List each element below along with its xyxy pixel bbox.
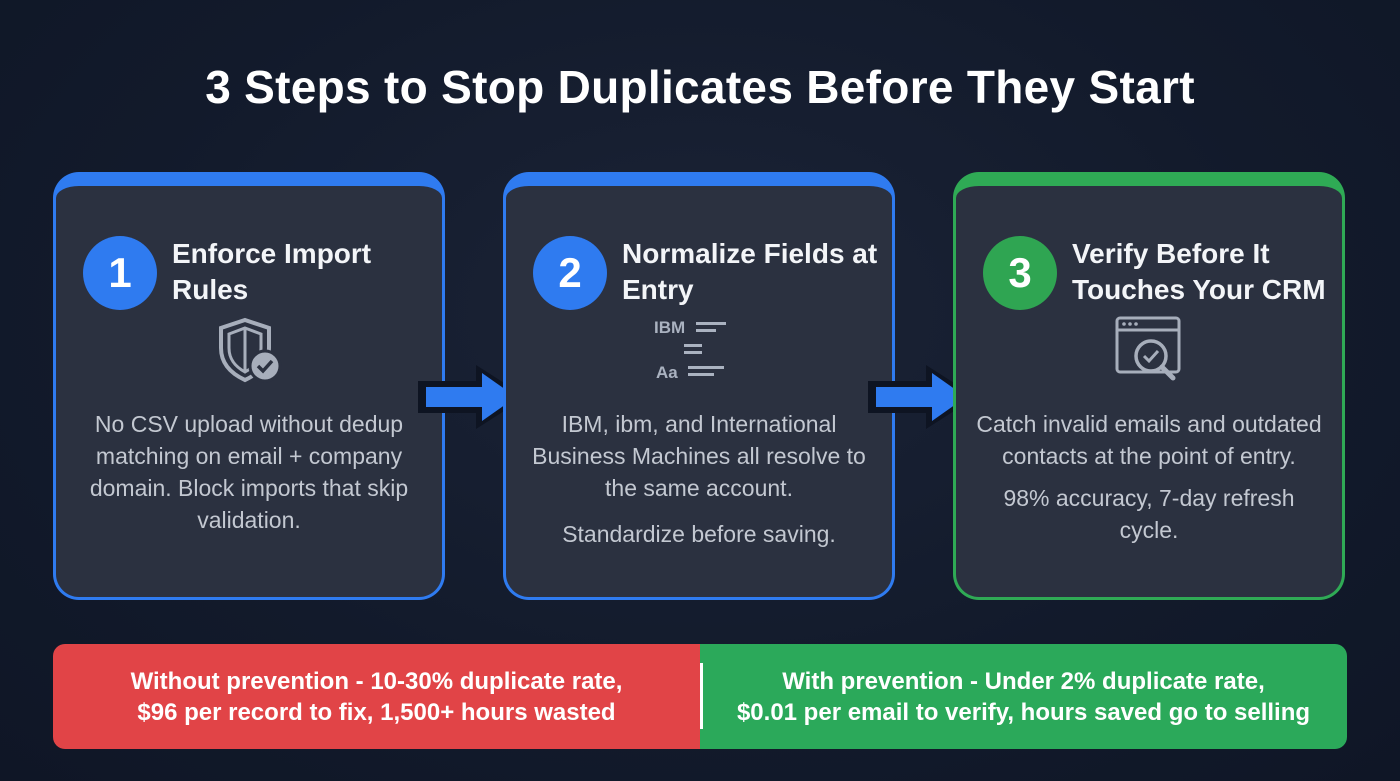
shield-check-icon [213,314,285,391]
arrow-right-icon [414,365,534,434]
step-title: Verify Before It Touches Your CRM [1072,238,1326,305]
step-title: Enforce Import Rules [172,238,372,305]
step-number-badge: 3 [983,236,1057,310]
arrow-right-icon [864,365,984,434]
step-number-badge: 2 [533,236,607,310]
svg-text:Aa: Aa [656,363,678,382]
with-prevention-panel: With prevention - Under 2% duplicate rat… [700,644,1347,749]
text-normalize-icon: IBM Aa [654,316,744,391]
page-title: 3 Steps to Stop Duplicates Before They S… [205,61,1195,113]
step-description: IBM, ibm, and International Business Mac… [532,411,866,501]
step-note: Standardize before saving. [562,521,836,547]
without-line-2: $96 per record to fix, 1,500+ hours wast… [137,698,616,726]
step-number-badge: 1 [83,236,157,310]
step-card-2: 2 Normalize Fields at Entry IBM Aa IBM, … [503,172,895,600]
step-title: Normalize Fields at Entry [622,238,878,305]
without-prevention-panel: Without prevention - 10-30% duplicate ra… [53,644,700,749]
step-card-3: 3 Verify Before It Touches Your CRM Catc… [953,172,1345,600]
browser-search-check-icon [1111,314,1187,395]
step-note: 98% accuracy, 7-day refresh cycle. [1003,485,1295,543]
step-card-1: 1 Enforce Import Rules No CSV upload wit… [53,172,445,600]
svg-text:IBM: IBM [654,318,685,337]
without-line-1: Without prevention - 10-30% duplicate ra… [130,667,623,695]
divider [700,663,703,729]
comparison-banner: Without prevention - 10-30% duplicate ra… [53,644,1347,749]
with-line-1: With prevention - Under 2% duplicate rat… [782,667,1265,695]
step-description: Catch invalid emails and outdated contac… [976,411,1322,469]
with-line-2: $0.01 per email to verify, hours saved g… [736,698,1311,726]
step-description: No CSV upload without dedup matching on … [89,411,409,533]
